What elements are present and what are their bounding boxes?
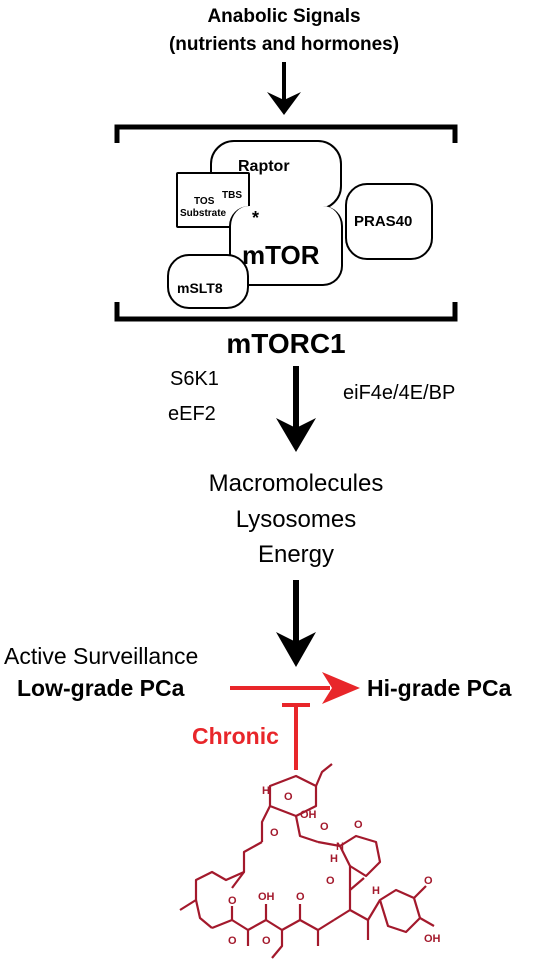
svg-text:O: O [326, 875, 335, 887]
inhibitor-label: Chronic [192, 723, 279, 749]
progression-arrow [230, 672, 360, 704]
progression-from: Low-grade PCa [17, 675, 185, 701]
pras40-label: PRAS40 [354, 213, 413, 230]
input-signal-line2: (nutrients and hormones) [168, 34, 400, 55]
inhibitor-structure [179, 763, 435, 959]
output-macromolecules: Macromolecules [208, 470, 384, 497]
complex-name: mTORC1 [226, 328, 346, 359]
output-lysosomes: Lysosomes [235, 506, 357, 533]
raptor-label: Raptor [238, 158, 290, 175]
effector-eef2: eEF2 [168, 403, 216, 425]
mtor-box [229, 206, 343, 286]
svg-text:OH: OH [258, 891, 275, 903]
svg-text:O: O [228, 935, 237, 947]
svg-text:O: O [262, 935, 271, 947]
svg-text:O: O [228, 895, 237, 907]
svg-text:H: H [262, 785, 270, 797]
svg-text:OH: OH [424, 933, 441, 945]
complex-bracket [114, 124, 458, 322]
svg-text:H: H [330, 853, 338, 865]
effector-s6k1: S6K1 [170, 368, 219, 390]
svg-text:O: O [284, 791, 293, 803]
mtorc1-output-arrow [276, 366, 316, 452]
output-energy: Energy [257, 541, 335, 568]
context-label: Active Surveillance [4, 643, 199, 669]
mslt8-box [167, 254, 249, 309]
svg-text:N: N [336, 841, 344, 853]
svg-text:O: O [424, 875, 433, 887]
progression-to: Hi-grade PCa [367, 675, 512, 701]
svg-text:O: O [354, 819, 363, 831]
mslt8-label: mSLT8 [177, 280, 223, 296]
svg-text:O: O [296, 891, 305, 903]
inhibitor-atom-labels: O H OH O O H N O O O OH O O O H O OH [228, 785, 441, 947]
tbs-label: TBS [222, 190, 242, 201]
substrate-label: Substrate [180, 208, 227, 219]
svg-text:H: H [372, 885, 380, 897]
input-signal-line1: Anabolic Signals [207, 6, 361, 27]
asterisk-label: * [252, 208, 260, 228]
svg-text:OH: OH [300, 809, 317, 821]
outputs-progression-arrow [276, 580, 316, 667]
signal-arrow [267, 62, 301, 115]
svg-text:O: O [270, 827, 279, 839]
inhibition-line [282, 703, 310, 770]
svg-text:O: O [320, 821, 329, 833]
mtor-label: mTOR [242, 240, 320, 270]
tos-label: TOS [194, 196, 215, 207]
pras40-box [345, 183, 433, 260]
effector-eif4e: eiF4e/4E/BP [343, 382, 456, 404]
